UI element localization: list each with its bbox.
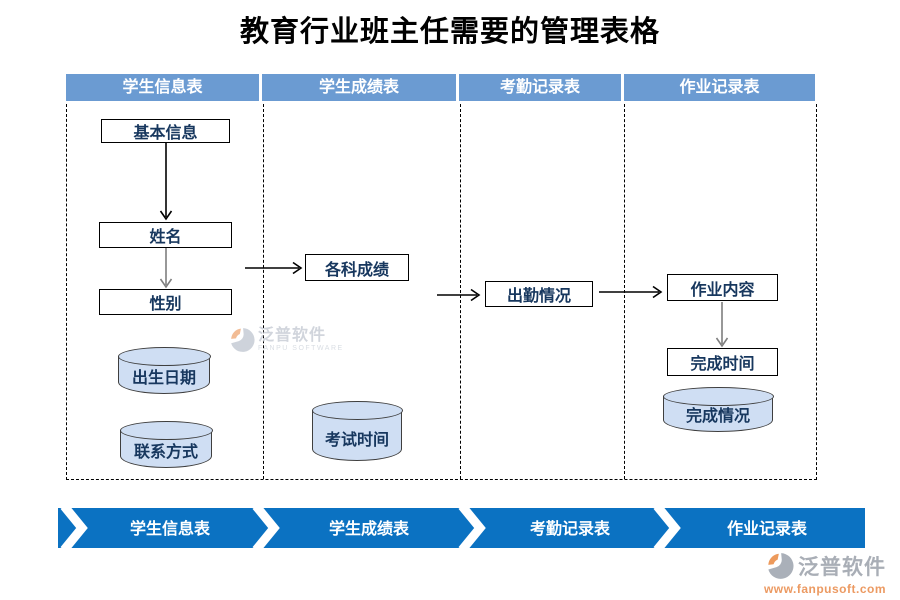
column-header-student-grades: 学生成绩表: [262, 74, 456, 101]
box-completion-time: 完成时间: [667, 348, 778, 376]
cylinder-label: 出生日期: [131, 370, 196, 387]
banner-step-student-info: 学生信息表: [130, 519, 211, 538]
page-title: 教育行业班主任需要的管理表格: [239, 14, 660, 48]
lane-divider: [263, 104, 264, 479]
cylinder-label: 完成情况: [685, 408, 750, 425]
fanpu-logo-icon: [231, 328, 255, 352]
arrow-content-to-completion: [715, 302, 729, 348]
banner-step-homework: 作业记录表: [727, 519, 808, 538]
watermark-center: 泛普软件 FANPU SOFTWARE: [229, 327, 344, 353]
chevron-separator-icon: [458, 508, 486, 548]
watermark-bottom-right: 泛普软件 www.fanpusoft.com: [764, 551, 886, 596]
watermark-brand-text: 泛普软件: [798, 556, 886, 579]
banner-step-attendance: 考勤记录表: [530, 519, 611, 538]
cylinder-birth-date: 出生日期: [117, 347, 211, 394]
box-basic-info: 基本信息: [101, 119, 230, 143]
column-header-homework: 作业记录表: [624, 74, 815, 101]
watermark-url: www.fanpusoft.com: [763, 582, 886, 596]
column-header-attendance: 考勤记录表: [459, 74, 621, 101]
arrow-to-homework-content: [599, 285, 663, 299]
cylinder-label: 考试时间: [324, 432, 389, 449]
cylinder-completion-status: 完成情况: [662, 387, 774, 432]
cylinder-label: 联系方式: [133, 444, 198, 461]
box-attendance-status: 出勤情况: [485, 281, 593, 307]
box-gender: 性别: [99, 289, 232, 315]
arrow-basicinfo-to-name: [159, 143, 173, 221]
box-subject-grades: 各科成绩: [305, 254, 409, 281]
column-header-student-info: 学生信息表: [66, 74, 259, 101]
cylinder-contact-info: 联系方式: [119, 421, 213, 468]
fanpu-logo-icon: [768, 553, 794, 579]
arrow-to-subject-grades: [245, 261, 303, 275]
banner-step-student-grades: 学生成绩表: [329, 519, 410, 538]
chevron-separator-icon: [653, 508, 681, 548]
watermark-brand-subtext: FANPU SOFTWARE: [258, 345, 344, 352]
box-homework-content: 作业内容: [667, 274, 778, 301]
arrow-name-to-gender: [159, 248, 173, 289]
arrow-to-attendance: [437, 288, 481, 302]
lane-divider: [460, 104, 461, 479]
box-name: 姓名: [99, 222, 232, 248]
chevron-separator-icon: [252, 508, 280, 548]
process-banner: 学生信息表 学生成绩表 考勤记录表 作业记录表: [58, 508, 865, 548]
cylinder-exam-time: 考试时间: [311, 401, 403, 461]
chevron-separator-icon: [60, 508, 88, 548]
banner-band: [58, 508, 865, 548]
watermark-brand-text: 泛普软件: [258, 327, 327, 344]
